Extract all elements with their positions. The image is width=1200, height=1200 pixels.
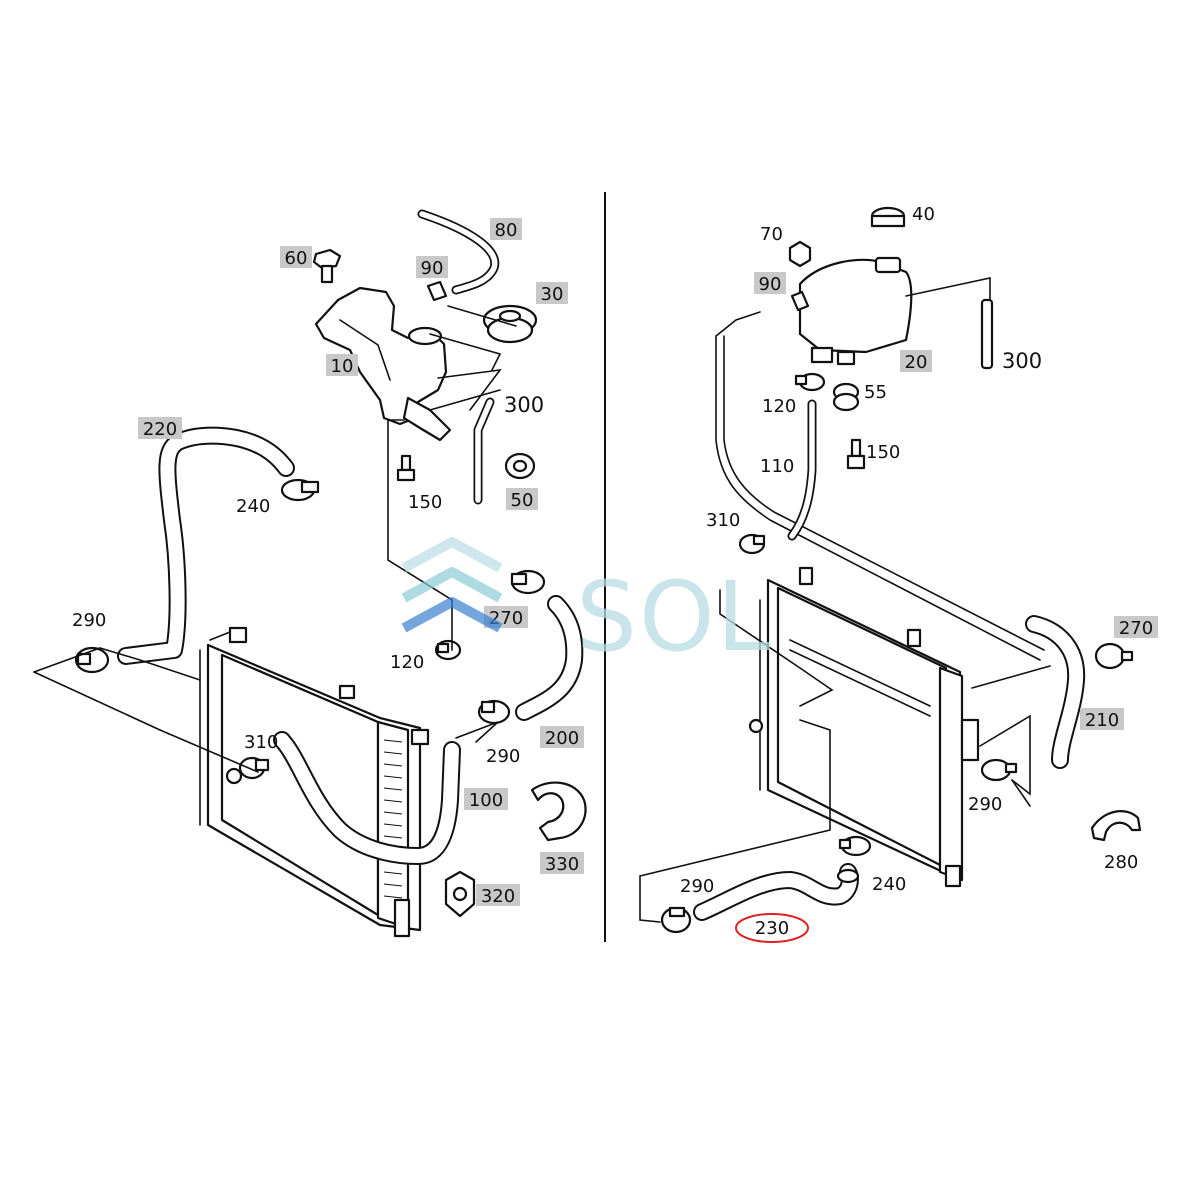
label-330: 330 xyxy=(545,854,579,875)
watermark-text: SOL xyxy=(576,561,772,673)
left-clamp-290b xyxy=(477,699,511,725)
label-r150: 150 xyxy=(866,442,900,463)
label-50: 50 xyxy=(511,490,534,511)
label-240: 240 xyxy=(236,496,270,517)
label-320: 320 xyxy=(481,886,515,907)
right-clamp-240 xyxy=(838,835,872,857)
right-sensor-150 xyxy=(846,438,866,470)
right-clamp-290a xyxy=(660,906,692,934)
label-r110: 110 xyxy=(760,456,794,477)
left-labels: 60 90 80 30 10 300 220 240 150 50 290 27… xyxy=(72,218,584,907)
label-r240: 240 xyxy=(872,874,906,895)
label-30: 30 xyxy=(541,284,564,305)
left-pipe-300 xyxy=(473,397,495,505)
left-bracket-330 xyxy=(530,781,587,842)
label-290a: 290 xyxy=(72,610,106,631)
right-clamp-270 xyxy=(1094,642,1134,670)
left-cap-30 xyxy=(482,304,538,344)
label-200: 200 xyxy=(545,728,579,749)
label-300: 300 xyxy=(504,393,544,417)
right-hose-210 xyxy=(1025,615,1086,769)
label-150: 150 xyxy=(408,492,442,513)
left-grommet-50 xyxy=(504,452,536,480)
right-panel: 40 70 90 20 300 55 120 150 110 310 270 2… xyxy=(639,204,1158,943)
label-10: 10 xyxy=(331,356,354,377)
label-100: 100 xyxy=(469,790,503,811)
label-r230: 230 xyxy=(755,918,789,939)
left-clamp-120 xyxy=(434,639,462,661)
right-bracket-280 xyxy=(1090,810,1142,842)
label-r290b: 290 xyxy=(968,794,1002,815)
right-clamp-310 xyxy=(738,533,766,555)
label-290b: 290 xyxy=(486,746,520,767)
label-r40: 40 xyxy=(912,204,935,225)
label-r280: 280 xyxy=(1104,852,1138,873)
left-bolt-60 xyxy=(312,248,342,284)
right-nut-70 xyxy=(788,240,812,268)
right-pipe-300 xyxy=(980,298,994,370)
left-clamp-240 xyxy=(280,478,320,502)
highlight-circle-230 xyxy=(735,913,809,943)
left-fitting-320 xyxy=(444,870,476,918)
watermark: SOL xyxy=(401,537,772,673)
right-radiator xyxy=(748,566,980,888)
label-r290a: 290 xyxy=(680,876,714,897)
label-r55: 55 xyxy=(864,382,887,403)
left-sensor-150 xyxy=(396,454,416,482)
right-leader-lines xyxy=(639,277,1051,923)
label-r120: 120 xyxy=(762,396,796,417)
right-condenser-pipe xyxy=(715,311,1045,661)
right-clip-90 xyxy=(790,290,810,312)
label-r300: 300 xyxy=(1002,349,1042,373)
left-hose-100 xyxy=(273,731,461,865)
right-hose-110 xyxy=(787,399,817,541)
left-clamp-310 xyxy=(238,756,270,780)
left-clamp-270 xyxy=(510,569,546,595)
label-220: 220 xyxy=(143,419,177,440)
watermark-logo-icon xyxy=(401,537,503,633)
label-310: 310 xyxy=(244,732,278,753)
right-clamp-290b xyxy=(980,758,1018,782)
right-expansion-tank xyxy=(798,256,913,366)
label-r270: 270 xyxy=(1119,618,1153,639)
label-120: 120 xyxy=(390,652,424,673)
label-90: 90 xyxy=(421,258,444,279)
left-leader-lines xyxy=(33,305,517,773)
label-r310: 310 xyxy=(706,510,740,531)
label-r70: 70 xyxy=(760,224,783,245)
left-hose-220 xyxy=(117,426,295,665)
label-r210: 210 xyxy=(1085,710,1119,731)
label-80: 80 xyxy=(495,220,518,241)
right-labels: 40 70 90 20 300 55 120 150 110 310 270 2… xyxy=(680,204,1158,943)
left-panel: 60 90 80 30 10 300 220 240 150 50 290 27… xyxy=(33,209,587,938)
label-r20: 20 xyxy=(905,352,928,373)
right-hose-230 xyxy=(693,863,860,921)
left-hose-80 xyxy=(417,209,500,295)
right-grommet-55 xyxy=(832,382,860,412)
label-60: 60 xyxy=(285,248,308,269)
left-clip-90 xyxy=(426,280,448,302)
left-hose-200 xyxy=(515,595,584,721)
right-clamp-120 xyxy=(794,372,826,392)
left-expansion-tank xyxy=(314,286,452,442)
label-r90: 90 xyxy=(759,274,782,295)
right-cap-40 xyxy=(870,206,906,228)
